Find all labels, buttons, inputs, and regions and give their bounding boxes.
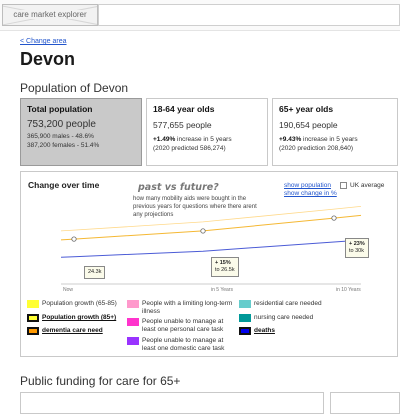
funding-panel	[20, 392, 324, 414]
legend-swatch	[239, 327, 251, 335]
top-search-input[interactable]	[98, 4, 400, 26]
legend-swatch	[127, 300, 139, 308]
legend-label: People unable to manage at least one per…	[142, 318, 224, 333]
change-area-link[interactable]: < Change area	[20, 38, 67, 45]
legend-swatch	[239, 300, 251, 308]
x-tick-label: Now	[63, 287, 74, 293]
legend-label: dementia care need	[42, 327, 103, 334]
card-total-population[interactable]: Total population 753,200 people 365,900 …	[20, 98, 142, 166]
card-detail: +9.43% increase in 5 years (2020 predict…	[279, 135, 391, 153]
line-chart	[60, 206, 362, 285]
legend-swatch	[27, 300, 39, 308]
data-label-10-years: + 23% to 30k	[345, 238, 369, 258]
app-tab[interactable]: care market explorer	[2, 4, 98, 26]
change-over-time-panel: Change over time past vs future? how man…	[20, 171, 398, 357]
series-line-2	[60, 239, 362, 258]
chart-title: Change over time	[28, 180, 100, 190]
top-bar: care market explorer	[0, 0, 400, 31]
funding-panel-side	[330, 392, 400, 414]
x-tick-label: in 5 Years	[211, 287, 233, 293]
legend-label: Population growth (85+)	[42, 314, 117, 321]
card-detail-change: +1.49% increase in 5 years	[153, 135, 261, 144]
card-detail-change: +9.43% increase in 5 years	[279, 135, 391, 144]
card-title: 65+ year olds	[279, 104, 334, 114]
series-line-1	[60, 206, 362, 232]
legend-label: residential care needed	[254, 300, 322, 307]
legend-label: deaths	[254, 327, 275, 334]
card-18-64[interactable]: 18-64 year olds 577,655 people +1.49% in…	[146, 98, 268, 166]
callout-text: how many mobility aids were bought in th…	[133, 196, 257, 218]
page-title: Devon	[20, 49, 76, 69]
series-line-0	[60, 214, 362, 241]
card-detail-females: 387,200 females - 51.4%	[27, 142, 100, 149]
show-population-link[interactable]: show population	[284, 182, 331, 189]
data-point[interactable]	[200, 228, 206, 234]
data-label-change: + 15%	[215, 260, 231, 266]
card-detail-males: 365,900 males - 48.6%	[27, 133, 94, 140]
uk-average-checkbox[interactable]	[340, 182, 347, 189]
data-label-value: to 26.5k	[215, 267, 235, 273]
card-value: 190,654 people	[279, 120, 338, 130]
legend-label: nursing care needed	[254, 314, 314, 321]
data-label-value: 24.3k	[88, 269, 102, 275]
section-title-funding: Public funding for care for 65+	[20, 374, 181, 388]
legend-label: Population growth (65-85)	[42, 300, 117, 307]
legend-swatch	[27, 314, 39, 322]
card-pct: +9.43%	[279, 136, 302, 143]
legend-swatch	[127, 318, 139, 326]
data-point[interactable]	[71, 236, 77, 242]
card-pct-text: increase in 5 years	[301, 136, 358, 143]
card-title: 18-64 year olds	[153, 104, 215, 114]
legend-label: People with a limiting long-term illness	[142, 300, 233, 315]
data-point[interactable]	[331, 215, 337, 221]
x-tick-label: in 10 Years	[336, 287, 361, 293]
card-title: Total population	[27, 104, 93, 114]
legend-swatch	[239, 314, 251, 322]
legend-swatch	[27, 327, 39, 335]
card-pct-text: increase in 5 years	[175, 136, 232, 143]
card-detail-prediction: (2020 predicted 586,274)	[153, 145, 226, 152]
card-detail: +1.49% increase in 5 years (2020 predict…	[153, 135, 261, 153]
data-label-now: 24.3k	[84, 266, 106, 279]
card-detail-prediction: (2020 prediction 208,640)	[279, 145, 354, 152]
section-title-population: Population of Devon	[20, 81, 129, 95]
card-pct: +1.49%	[153, 136, 176, 143]
card-detail: 365,900 males - 48.6% 387,200 females - …	[27, 132, 135, 150]
legend-swatch	[127, 337, 139, 345]
uk-average-label: UK average	[350, 182, 385, 189]
data-label-value: to 30k	[349, 248, 364, 254]
data-label-change: + 23%	[349, 241, 365, 247]
card-value: 753,200 people	[27, 119, 96, 130]
card-65-plus[interactable]: 65+ year olds 190,654 people +9.43% incr…	[272, 98, 398, 166]
legend-label: People unable to manage at least one dom…	[142, 337, 225, 352]
data-label-5-years: + 15% to 26.5k	[211, 257, 239, 277]
show-change-link[interactable]: show change in %	[284, 190, 337, 197]
app-tab-label: care market explorer	[11, 10, 89, 19]
card-value: 577,655 people	[153, 120, 212, 130]
callout-title: past vs future?	[138, 182, 219, 193]
